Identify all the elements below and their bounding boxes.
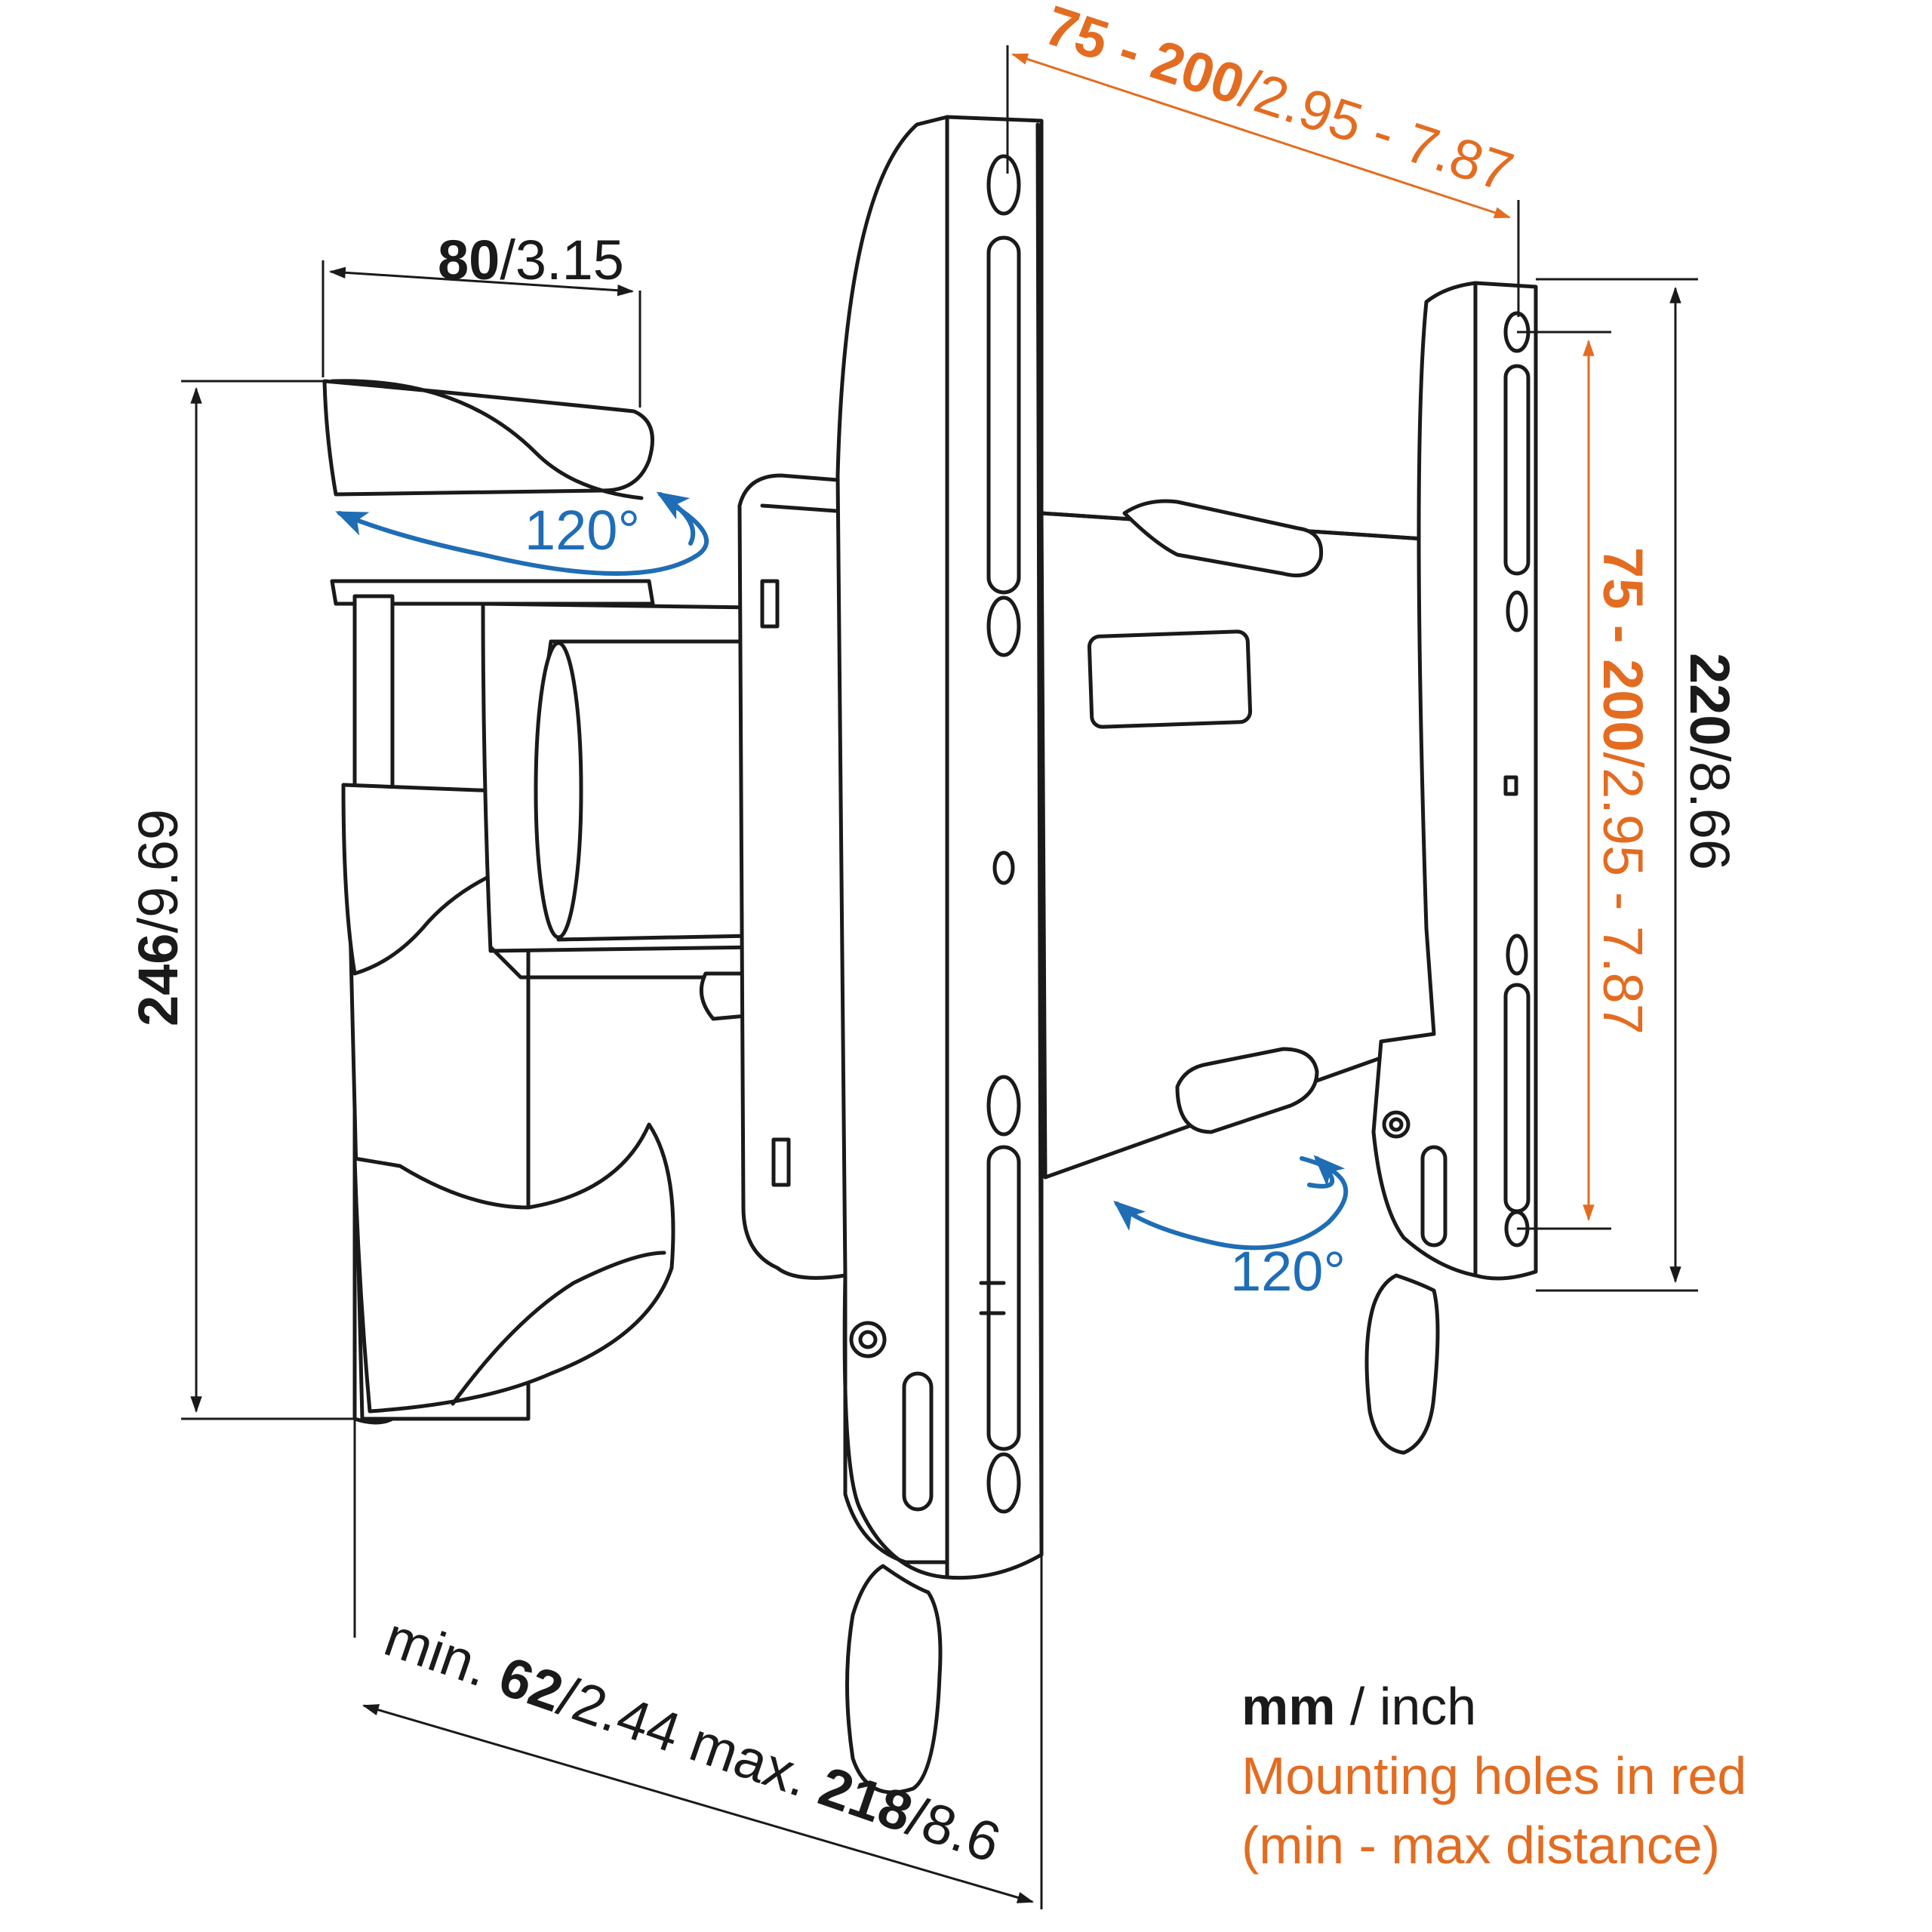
wall-knuckle-bottom — [352, 1122, 675, 1414]
rotation-arrow-top — [335, 500, 709, 576]
legend-mounting-holes: Mounting holes in red — [1241, 1746, 1747, 1805]
depth-dimension — [361, 1704, 1035, 1903]
rotation-label-bottom: 120° — [1230, 1240, 1346, 1303]
wall-knuckle-top — [322, 379, 654, 497]
mount-drawing — [322, 115, 1538, 1795]
right-handle — [1364, 1273, 1440, 1455]
rotation-arrows — [335, 491, 1349, 1251]
left-plate-lower — [843, 1273, 949, 1564]
rotation-arrow-bottom — [1113, 1156, 1349, 1251]
holes-vertical-label: 75 - 200/2.95 - 7.87 — [1592, 547, 1654, 1035]
left-handle — [845, 1564, 943, 1795]
plate-clip-bottom — [1175, 1047, 1319, 1134]
dimension-lines — [181, 45, 1698, 1909]
legend-units-mm: mm — [1241, 1677, 1336, 1736]
holes-horizontal-label: 75 - 200/2.95 - 7.87 — [1038, 0, 1521, 204]
plate-clip-top — [1122, 499, 1324, 577]
wall-knuckle-top-cap — [330, 579, 655, 606]
holes-horizontal-dimension — [1011, 53, 1512, 219]
legend-min-max: (min - max distance) — [1241, 1816, 1721, 1875]
left-plate-back — [835, 115, 949, 1580]
legend-units-inch: / inch — [1335, 1677, 1477, 1736]
legend: mm / inch Mounting holes in red (min - m… — [1241, 1672, 1746, 1880]
top-width-dimension — [328, 266, 635, 297]
legend-units: mm / inch — [1241, 1672, 1746, 1741]
plate-height-label: 220/8.66 — [1678, 653, 1741, 870]
rotation-label-top: 120° — [525, 499, 640, 561]
left-rail-hole — [986, 154, 1021, 216]
height-label: 246/9.69 — [127, 809, 189, 1026]
mounting-hole-dimensions — [1011, 53, 1595, 1222]
top-width-label: 80/3.15 — [438, 229, 624, 291]
left-rail-slot — [986, 235, 1021, 595]
plate-label — [1087, 629, 1253, 729]
